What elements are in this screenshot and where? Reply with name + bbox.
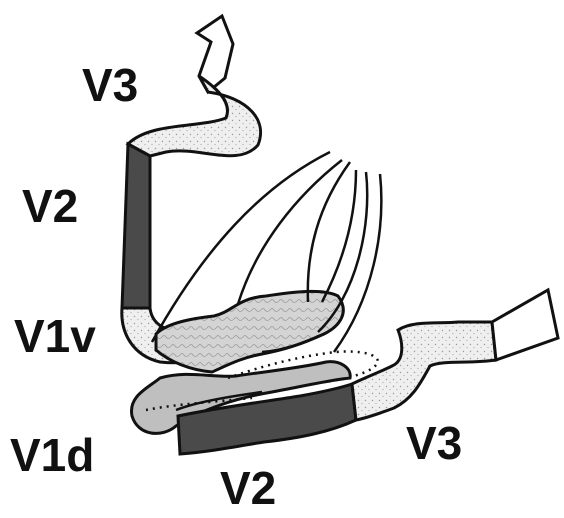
v2-upper-stippled-region	[128, 76, 261, 156]
v1v-region	[156, 291, 343, 372]
label-v1v: V1v	[14, 313, 96, 359]
label-v3-right: V3	[406, 420, 462, 466]
v3-right-white-region	[492, 290, 558, 360]
label-v2-left: V2	[22, 183, 78, 229]
label-v2-bottom: V2	[220, 465, 276, 511]
v2-left-dark-region	[122, 144, 150, 308]
label-v3-top: V3	[82, 62, 138, 108]
v3-right-stippled-region	[352, 322, 496, 420]
label-v1d: V1d	[10, 432, 94, 478]
